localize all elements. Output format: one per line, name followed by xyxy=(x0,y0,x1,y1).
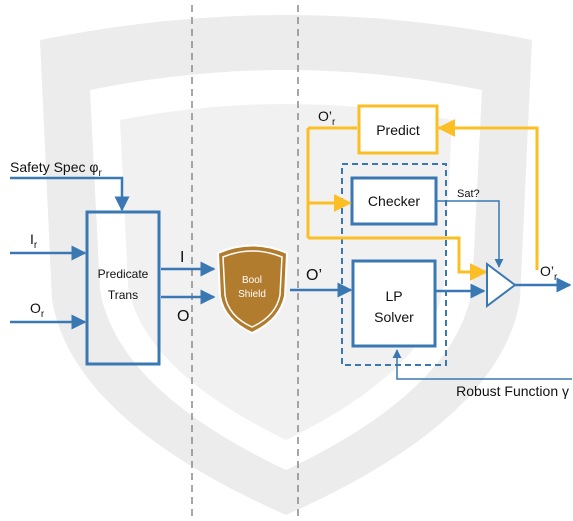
o-prime-label: O’ xyxy=(306,267,322,284)
o-prime-r-out-label: O’r xyxy=(540,263,558,283)
lp-solver-label-2: Solver xyxy=(374,309,414,325)
o-prime-r-top-label: O’r xyxy=(318,108,336,128)
gold-to-comparator xyxy=(308,236,488,281)
safety-spec-arrow xyxy=(10,176,130,212)
safety-spec-label: Safety Spec φr xyxy=(10,159,102,179)
predicate-trans-box xyxy=(85,210,161,366)
predict-label: Predict xyxy=(376,122,420,138)
bool-shield-icon xyxy=(216,244,289,335)
solver-group-container xyxy=(341,163,447,366)
robust-function-label: Robust Function γ xyxy=(456,383,569,399)
ir-input-label: Ir xyxy=(30,231,38,251)
robust-function-arrow xyxy=(392,349,572,380)
checker-box xyxy=(350,176,438,226)
sat-arrow xyxy=(437,200,504,268)
bool-shield-label-1: Bool xyxy=(242,275,262,286)
predicate-trans-label-2: Trans xyxy=(108,288,138,302)
lp-solver-box xyxy=(351,259,437,348)
or-input-label: Or xyxy=(30,300,45,320)
lp-solver-label-1: LP xyxy=(385,288,402,304)
checker-label: Checker xyxy=(368,193,420,209)
predicate-o-label: O xyxy=(177,308,189,325)
gold-feedback-to-predict xyxy=(437,119,539,270)
predicate-i-label: I xyxy=(180,249,184,266)
bool-shield-label-2: Shield xyxy=(238,289,266,300)
predicate-trans-label-1: Predicate xyxy=(98,267,149,281)
sat-label: Sat? xyxy=(457,188,480,200)
predict-box xyxy=(357,104,439,155)
comparator-triangle-icon xyxy=(486,262,517,308)
